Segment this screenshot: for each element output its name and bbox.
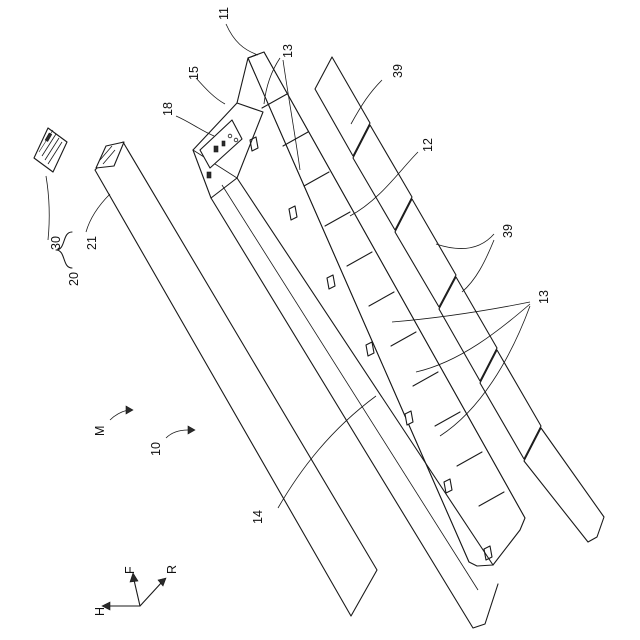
panel-39 <box>439 277 497 381</box>
cell-tab <box>289 206 297 220</box>
terminal <box>214 146 218 152</box>
cell-tab <box>366 342 374 356</box>
coordinate-axes <box>102 573 166 610</box>
label-13-mid: 13 <box>537 290 551 304</box>
label-30: 30 <box>49 236 63 250</box>
terminal <box>222 141 225 146</box>
connector-30 <box>34 128 67 172</box>
label-10: 10 <box>149 442 163 456</box>
cell-tab <box>250 137 258 151</box>
panel-39 <box>353 125 412 230</box>
panel-39 <box>524 428 604 542</box>
label-39-top: 39 <box>391 64 405 78</box>
axis-label-R: R <box>165 565 179 574</box>
label-14: 14 <box>251 510 265 524</box>
label-18: 18 <box>161 102 175 116</box>
label-15: 15 <box>187 66 201 80</box>
panel-39 <box>395 199 456 307</box>
axis-label-F: F <box>123 566 137 574</box>
end-wall <box>200 120 242 168</box>
axis-label-H: H <box>93 607 107 616</box>
label-12: 12 <box>421 138 435 152</box>
panel-39 <box>480 350 541 459</box>
arrows <box>110 406 195 438</box>
label-39-mid: 39 <box>501 224 515 238</box>
label-21: 21 <box>85 236 99 250</box>
cell-tab <box>444 479 452 493</box>
label-13-top: 13 <box>281 44 295 58</box>
cell-tab <box>327 275 335 289</box>
cell-tab <box>405 411 413 425</box>
bracket <box>207 172 211 178</box>
label-20: 20 <box>67 272 81 286</box>
label-M: M <box>93 426 107 436</box>
label-11: 11 <box>217 7 231 20</box>
